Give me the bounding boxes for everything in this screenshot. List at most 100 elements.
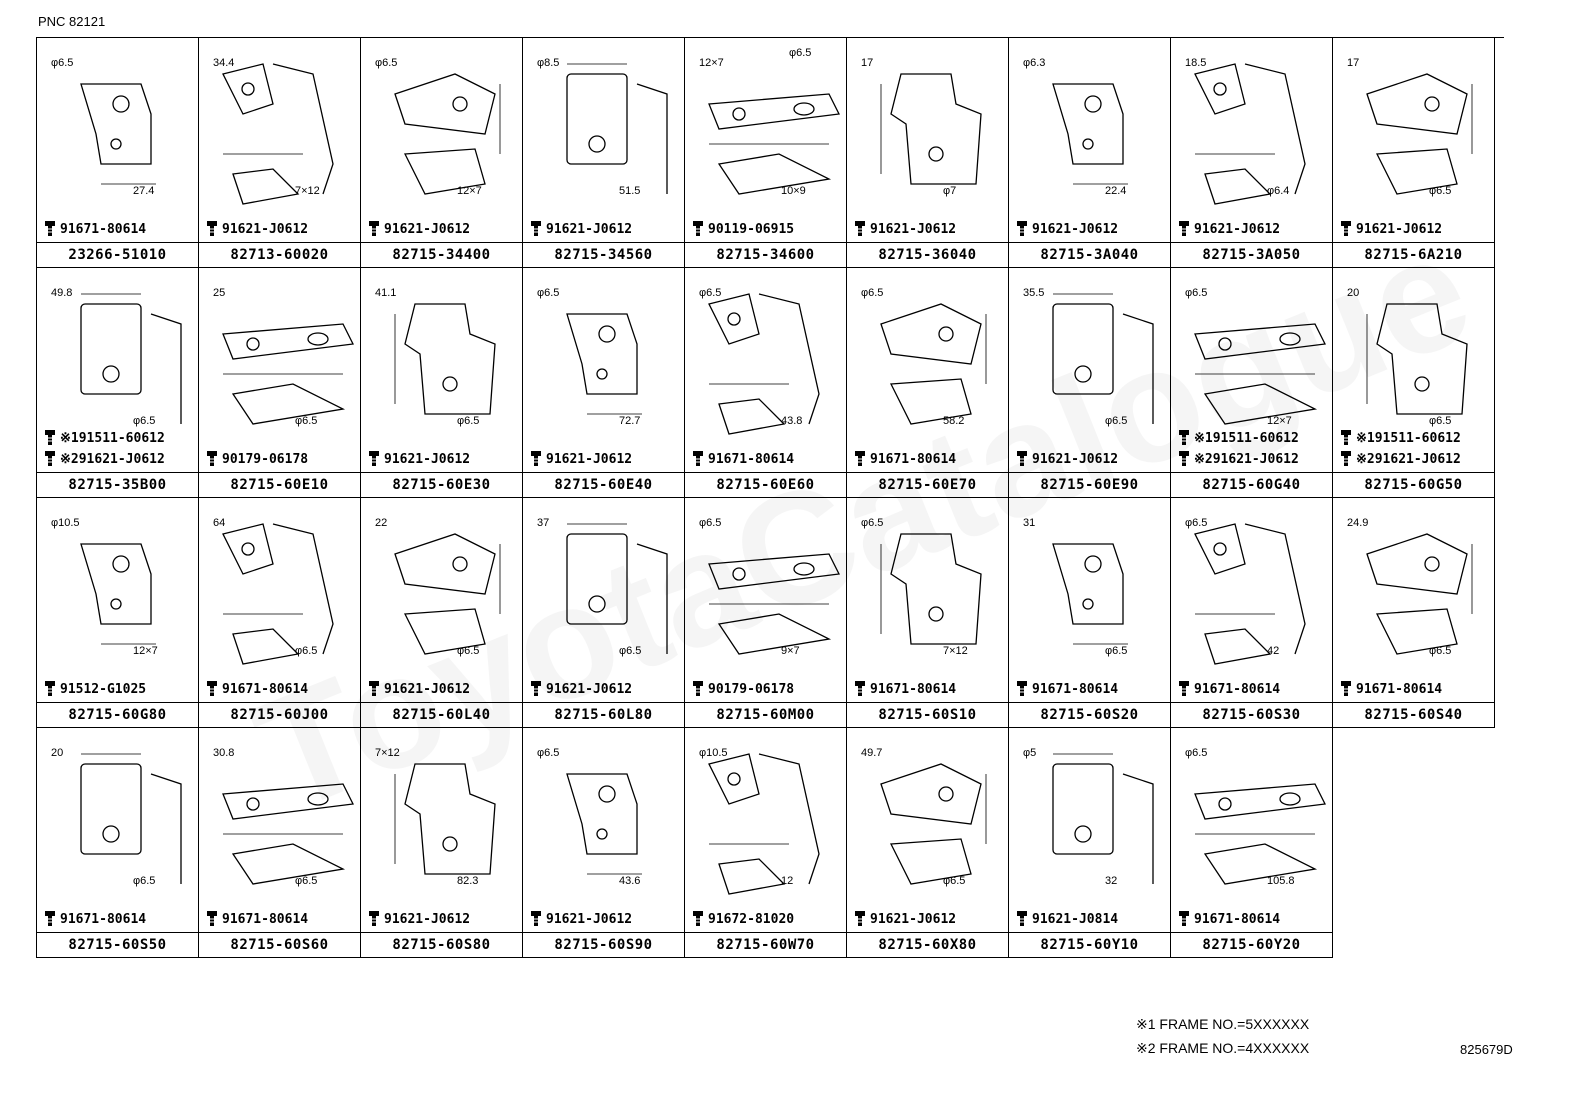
part-number[interactable]: 82715-60L80 [523,702,684,727]
bolt-part-number: 91621-J0612 [1032,451,1119,467]
bolt-icon [207,451,217,466]
part-number[interactable]: 82715-6A210 [1333,242,1494,267]
bolt-part-number: 91621-J0612 [870,911,957,927]
bolt-icon [1179,430,1189,445]
svg-text:17: 17 [1347,57,1359,69]
part-number[interactable]: 82715-60E10 [199,472,360,497]
part-drawing: φ6.322.4 [1023,57,1128,197]
part-number[interactable]: 82715-60G40 [1171,472,1332,497]
part-number[interactable]: 82715-60E60 [685,472,846,497]
svg-text:20: 20 [51,747,63,759]
part-number[interactable]: 23266-51010 [37,242,198,267]
part-number[interactable]: 82715-60X80 [847,932,1008,957]
part-number[interactable]: 82715-35B00 [37,472,198,497]
footnote-1: ※1 FRAME NO.=5XXXXXX [1136,1016,1310,1032]
bolt-callout: ※191511-60612 [1339,430,1461,446]
part-number[interactable]: 82715-3A050 [1171,242,1332,267]
part-number[interactable]: 82715-60Y20 [1171,932,1332,957]
part-number[interactable]: 82715-60S40 [1333,702,1494,727]
part-number[interactable]: 82715-60E40 [523,472,684,497]
part-number[interactable]: 82715-60L40 [361,702,522,727]
part-number[interactable]: 82715-36040 [847,242,1008,267]
svg-text:82.3: 82.3 [457,875,478,887]
part-number[interactable]: 82713-60020 [199,242,360,267]
part-number[interactable]: 82715-60E90 [1009,472,1170,497]
part-number[interactable]: 82715-60E70 [847,472,1008,497]
bolt-icon [207,681,217,696]
svg-text:37: 37 [537,517,549,529]
part-number[interactable]: 82715-60S50 [37,932,198,957]
svg-text:43.6: 43.6 [619,875,640,887]
part-number[interactable]: 82715-60Y10 [1009,932,1170,957]
bolt-part-number: 91621-J0612 [546,451,633,467]
svg-text:φ6.5: φ6.5 [295,645,317,657]
bolt-icon [531,451,541,466]
bolt-icon [531,911,541,926]
part-number[interactable]: 82715-60S60 [199,932,360,957]
svg-text:φ6.5: φ6.5 [1429,645,1451,657]
part-number[interactable]: 82715-60W70 [685,932,846,957]
part-drawing: 24.9φ6.5 [1347,517,1473,657]
part-number[interactable]: 82715-60S10 [847,702,1008,727]
part-number[interactable]: 82715-60S20 [1009,702,1170,727]
bolt-part-number: 91621-J0612 [222,221,309,237]
svg-text:58.2: 58.2 [943,415,964,427]
bolt-callout: 91621-J0612 [367,451,470,467]
part-number[interactable]: 82715-34600 [685,242,846,267]
part-number[interactable]: 82715-34400 [361,242,522,267]
part-number[interactable]: 82715-60J00 [199,702,360,727]
part-number[interactable]: 82715-60G50 [1333,472,1494,497]
svg-text:φ8.5: φ8.5 [537,57,559,69]
part-number[interactable]: 82715-3A040 [1009,242,1170,267]
bolt-part-number: 91671-80614 [708,451,795,467]
bolt-callout: 91671-80614 [1015,681,1118,697]
part-number[interactable]: 82715-60S80 [361,932,522,957]
part-number[interactable]: 82715-60G80 [37,702,198,727]
bolt-callout: 90179-06178 [691,681,794,697]
bolt-callout: 90119-06915 [691,221,794,237]
part-number[interactable]: 82715-34560 [523,242,684,267]
bolt-icon [45,221,55,236]
part-number[interactable]: 82715-60M00 [685,702,846,727]
part-number[interactable]: 82715-60E30 [361,472,522,497]
part-number[interactable]: 82715-60S90 [523,932,684,957]
svg-text:φ6.5: φ6.5 [861,287,883,299]
part-number[interactable]: 82715-60S30 [1171,702,1332,727]
svg-text:12×7: 12×7 [699,57,724,69]
